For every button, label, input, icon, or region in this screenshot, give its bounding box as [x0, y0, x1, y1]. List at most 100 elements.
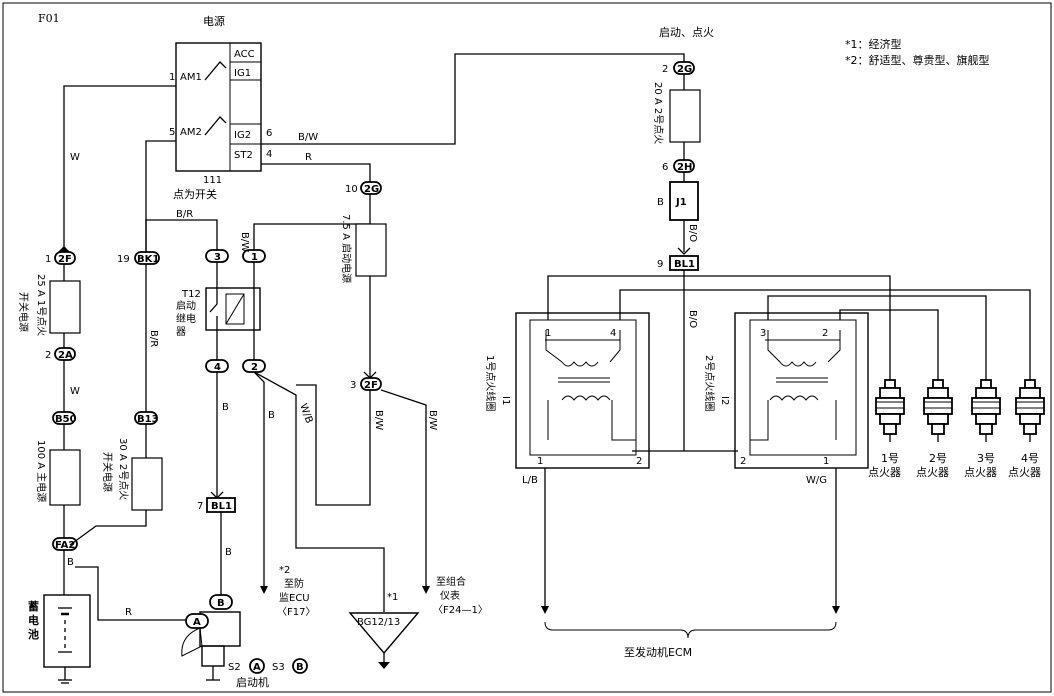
svg-text:B50: B50 — [55, 414, 77, 425]
spark-plug-label-2: 2号点火器 — [916, 452, 949, 479]
ecm-label: 至发动机ECM — [624, 645, 692, 659]
coil2-label: 2号点火线圈 — [703, 355, 716, 411]
svg-text:A: A — [193, 617, 201, 628]
wire-b-starter: B — [225, 547, 232, 558]
term-am1: AM1 — [180, 72, 202, 83]
coil1-id: I1 — [500, 396, 511, 405]
svg-text:2F: 2F — [364, 380, 378, 391]
svg-text:B: B — [217, 598, 225, 609]
svg-text:7: 7 — [197, 501, 203, 512]
svg-text:2: 2 — [822, 328, 828, 339]
wire-w-1: W — [70, 152, 80, 163]
ignition-coil-2: 3 2 2 1 I2 2号点火线圈 — [703, 312, 869, 469]
wire-bw-relay: B/W — [239, 232, 250, 252]
svg-text:1: 1 — [823, 456, 829, 467]
svg-text:2A: 2A — [58, 350, 73, 361]
fuse-30a-label: 30 A 2号点火 — [117, 438, 129, 500]
connector-FA2: FA2 — [52, 537, 78, 551]
pin-ig2: 6 — [266, 128, 272, 139]
connector-2A: 2A 2 — [45, 347, 76, 361]
svg-text:J1: J1 — [675, 197, 687, 208]
svg-text:FA2: FA2 — [55, 540, 75, 551]
connector-2G-right: 2G 2 — [662, 61, 695, 75]
fuse-25a-label: 25 A 1号点火 — [35, 274, 47, 336]
connector-2F-top: 2F 1 — [45, 246, 76, 265]
svg-text:BL1: BL1 — [674, 259, 695, 270]
connector-2G: 2G 10 — [345, 181, 382, 195]
svg-text:1: 1 — [251, 252, 258, 263]
svg-text:BL1: BL1 — [211, 501, 232, 512]
spark-plug-1: 1号点火器 — [868, 379, 905, 479]
svg-text:6: 6 — [662, 162, 668, 173]
svg-text:2G: 2G — [677, 64, 692, 75]
fuse-25a-label-2: 开关电源 — [17, 292, 30, 332]
svg-text:BK1: BK1 — [137, 254, 159, 265]
wire-bw-ig2: B/W — [298, 132, 318, 143]
ignition-switch: ACC IG1 IG2 ST2 AM1 AM2 1 5 6 4 111 点为开关 — [169, 42, 272, 201]
term-am2: AM2 — [180, 127, 202, 138]
svg-text:2: 2 — [45, 350, 51, 361]
fuse-20a — [669, 89, 701, 143]
switch-point-label: 点为开关 — [173, 187, 217, 201]
fuse-7-5a-label: 7.5 A 启动电源 — [340, 214, 353, 283]
term-acc: ACC — [234, 49, 255, 60]
coil1-label: 1号点火线圈 — [484, 355, 497, 411]
wire-bw-2f: B/W — [373, 410, 384, 430]
wire-bo-j1: B/O — [687, 224, 698, 242]
note-2: *2：舒适型、尊贵型、旗舰型 — [845, 53, 990, 67]
svg-text:2: 2 — [636, 456, 642, 467]
pin-st2: 4 — [266, 149, 272, 160]
starter-relay: 3 1 4 2 T12 启动继电器 — [176, 249, 266, 373]
fuse-25a — [49, 280, 81, 334]
svg-text:4: 4 — [610, 328, 616, 339]
wire-lb: L/B — [522, 475, 538, 486]
svg-text:S2: S2 — [228, 662, 241, 673]
svg-text:3: 3 — [350, 380, 356, 391]
svg-text:B: B — [657, 197, 664, 208]
wire-b-relay4: B — [222, 402, 229, 413]
svg-text:1: 1 — [545, 328, 551, 339]
wire-b-fa2: B — [67, 557, 74, 568]
spark-plug-4: 4号点火器 — [1008, 379, 1045, 479]
svg-text:2: 2 — [662, 64, 668, 75]
starter-label: 启动机 — [236, 675, 269, 689]
svg-text:19: 19 — [117, 254, 130, 265]
relay-desc: 启动继电器 — [176, 299, 196, 338]
term-ig2: IG2 — [234, 130, 251, 141]
svg-text:1: 1 — [45, 254, 51, 265]
connector-2H: 2H 6 — [662, 159, 695, 173]
spark-plug-2: 2号点火器 — [916, 379, 953, 479]
wire-wg: W/G — [806, 475, 827, 486]
wire-r-batt: R — [125, 607, 132, 618]
svg-text:A: A — [253, 662, 261, 673]
pin-am2: 5 — [169, 127, 175, 138]
spark-plug-label-3: 3号点火器 — [964, 452, 997, 479]
junction-J1: J1 B — [657, 181, 699, 221]
relay-name: T12 — [181, 289, 201, 300]
fuse-30a-label-2: 开关电源 — [101, 452, 114, 492]
to-cluster: 至组合仪表〈F24—1〉 — [433, 575, 488, 616]
svg-text:*1: *1 — [387, 592, 398, 603]
connector-BL1-left: BL1 7 — [197, 491, 236, 513]
svg-text:3: 3 — [214, 252, 221, 263]
svg-text:1: 1 — [537, 456, 543, 467]
fuse-7-5a — [355, 223, 387, 277]
spark-plug-label-1: 1号点火器 — [868, 452, 901, 479]
ground-bg: BG12/13 *1 — [348, 592, 420, 669]
svg-text:2G: 2G — [364, 184, 379, 195]
fuse-100a-label: 100 A 主电源 — [35, 440, 48, 502]
svg-text:4: 4 — [214, 362, 221, 373]
term-st2: ST2 — [234, 150, 253, 161]
connector-B13: B13 — [134, 411, 159, 425]
wire-b-relay2: B — [268, 410, 275, 421]
svg-text:S3: S3 — [272, 662, 285, 673]
connector-2F-mid: 2F 3 — [350, 371, 382, 391]
spark-plugs: 1号点火器 2号点火器 3号点火器 4号点火器 — [868, 379, 1045, 479]
pin-am1: 1 — [169, 72, 175, 83]
wire-r-st2: R — [305, 152, 312, 163]
battery-label: 蓄电池 — [28, 599, 39, 641]
switch-number: 111 — [203, 175, 222, 186]
svg-text:B: B — [296, 662, 304, 673]
